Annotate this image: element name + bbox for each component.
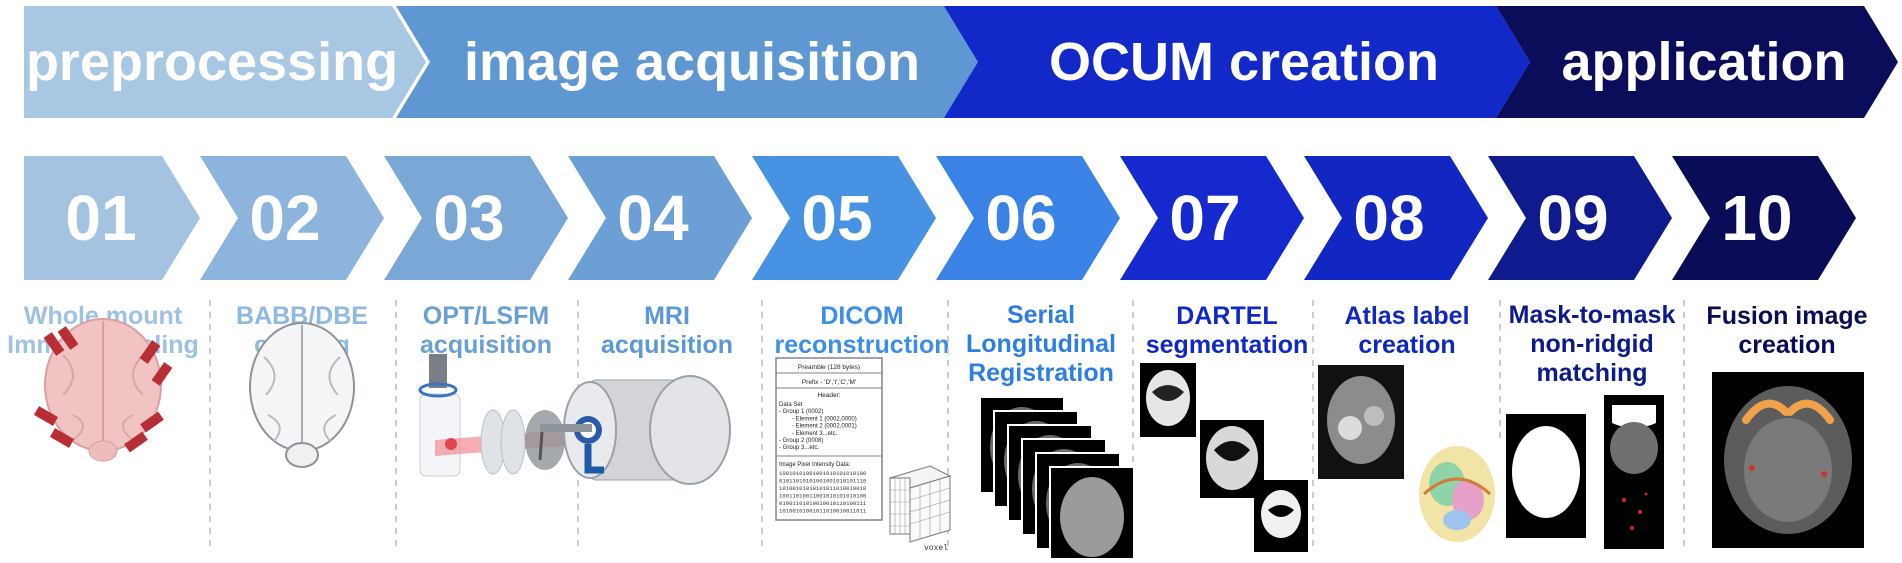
step-caption-07-line-1: DARTEL	[1176, 302, 1277, 330]
dicom-bit-line: 10011010011001010101010100	[779, 493, 867, 500]
step-number-04: 04	[617, 182, 689, 254]
step-number-03: 03	[433, 182, 504, 254]
step-number-07: 07	[1169, 182, 1240, 254]
phase-label-preprocessing: preprocessing	[26, 32, 398, 92]
dicom-header-line: Data Set	[779, 402, 803, 408]
phase-label-application: application	[1561, 32, 1846, 92]
brain-antibody-icon	[33, 318, 173, 462]
dicom-file-box	[775, 357, 883, 521]
step-caption-05-line-1: DICOM	[820, 302, 903, 330]
dicom-pixel-title: Image Pixel Intensity Data:	[779, 462, 851, 468]
voxel-label: voxel	[924, 544, 948, 553]
dicom-bit-line: 10010101001001010101010100	[779, 470, 867, 477]
atlas-label-icon	[1318, 365, 1502, 546]
dicom-header: Header:	[817, 392, 840, 399]
segmentation-icon	[1140, 363, 1308, 552]
step-chevron-04	[568, 156, 752, 280]
dicom-header-line: - Group 1 (0002)	[779, 409, 823, 415]
step-caption-05-line-2: reconstruction	[774, 331, 949, 359]
dicom-bit-lines: 1001010100100101010101010001011010101001…	[779, 470, 867, 515]
dicom-header-line: - Group 2 (0008)	[779, 438, 823, 444]
step-caption-03-line-1: OPT/LSFM	[423, 302, 549, 330]
step-caption-08-line-2: creation	[1358, 331, 1455, 359]
step-caption-10-line-1: Fusion image	[1706, 302, 1867, 330]
dicom-bit-line: 01011010101001001010101110	[779, 478, 867, 485]
image-stack-icon	[979, 396, 1135, 563]
step-chevron-05	[752, 156, 936, 280]
step-captions: Whole mountImmunolabelingBABB/DBEclearin…	[7, 301, 1868, 387]
step-number-02: 02	[249, 182, 320, 254]
mri-scanner-icon	[538, 375, 731, 485]
dicom-file-icon: Preamble (128 bytes) Prefix - 'D','I','C…	[775, 357, 952, 553]
step-caption-09-line-3: matching	[1536, 359, 1647, 387]
step-number-06: 06	[985, 182, 1056, 254]
stack-slice-brain	[1060, 477, 1124, 557]
phase-label-image-acquisition: image acquisition	[464, 32, 920, 92]
phase-label-ocum-creation: OCUM creation	[1049, 32, 1439, 92]
light-sheet-icon	[418, 354, 565, 477]
phase-row: preprocessing image acquisition OCUM cre…	[24, 6, 1898, 118]
step-chevron-09	[1488, 156, 1672, 280]
step-caption-06-line-1: Serial	[1007, 301, 1075, 329]
step-chevron-02	[200, 156, 384, 280]
step-caption-10-line-2: creation	[1738, 331, 1835, 359]
step-caption-09-line-2: non-ridgid	[1530, 330, 1654, 358]
step-caption-06-line-2: Longitudinal	[966, 330, 1116, 358]
mask-matching-icon	[1506, 395, 1664, 549]
dicom-prefix: Prefix - 'D','I','C','M'	[802, 379, 856, 386]
step-number-09: 09	[1537, 182, 1608, 254]
phase-arrow-application	[1496, 6, 1898, 118]
dicom-bit-line: 10100101010101011010010010	[779, 485, 867, 492]
step-caption-04-line-1: MRI	[644, 302, 690, 330]
voxel-grid	[888, 465, 952, 543]
step-number-05: 05	[801, 182, 872, 254]
dicom-preamble: Preamble (128 bytes)	[798, 364, 860, 371]
dicom-header-line: - Group 3...etc.	[779, 445, 819, 451]
dicom-header-line: - Element 1 (0002,0000)	[792, 416, 857, 422]
phase-arrow-ocum-creation	[944, 6, 1530, 118]
step-row: 01 02 03 04 05 06 07 08 09 10	[24, 156, 1856, 280]
step-chevron-07	[1120, 156, 1304, 280]
step-caption-09-line-1: Mask-to-mask	[1509, 301, 1676, 329]
step-chevron-01	[24, 156, 200, 280]
step-caption-08-line-1: Atlas label	[1344, 302, 1469, 330]
step-caption-07-line-2: segmentation	[1146, 331, 1309, 359]
step-number-08: 08	[1353, 182, 1424, 254]
step-caption-04-line-2: acquisition	[601, 331, 733, 359]
dicom-bit-line: 01001101010010010110100111	[779, 500, 867, 507]
phase-arrow-preprocessing	[24, 6, 426, 118]
dicom-header-lines: Data Set- Group 1 (0002)- Element 1 (000…	[779, 402, 857, 451]
step-chevron-06	[936, 156, 1120, 280]
step-chevron-08	[1304, 156, 1488, 280]
dicom-header-line: - Element 3...etc.	[792, 431, 838, 437]
phase-arrow-image-acquisition	[396, 6, 982, 118]
step-caption-06-line-3: Registration	[968, 359, 1114, 387]
step-chevron-10	[1672, 156, 1856, 280]
cleared-brain-icon	[249, 322, 355, 468]
step-chevron-03	[384, 156, 568, 280]
step-number-01: 01	[65, 182, 136, 254]
dicom-bit-line: 10100101001011010010011011	[779, 508, 867, 515]
step-number-10: 10	[1721, 182, 1792, 254]
fusion-image-icon	[1712, 372, 1864, 548]
dicom-header-line: - Element 2 (0002,0001)	[792, 424, 857, 430]
